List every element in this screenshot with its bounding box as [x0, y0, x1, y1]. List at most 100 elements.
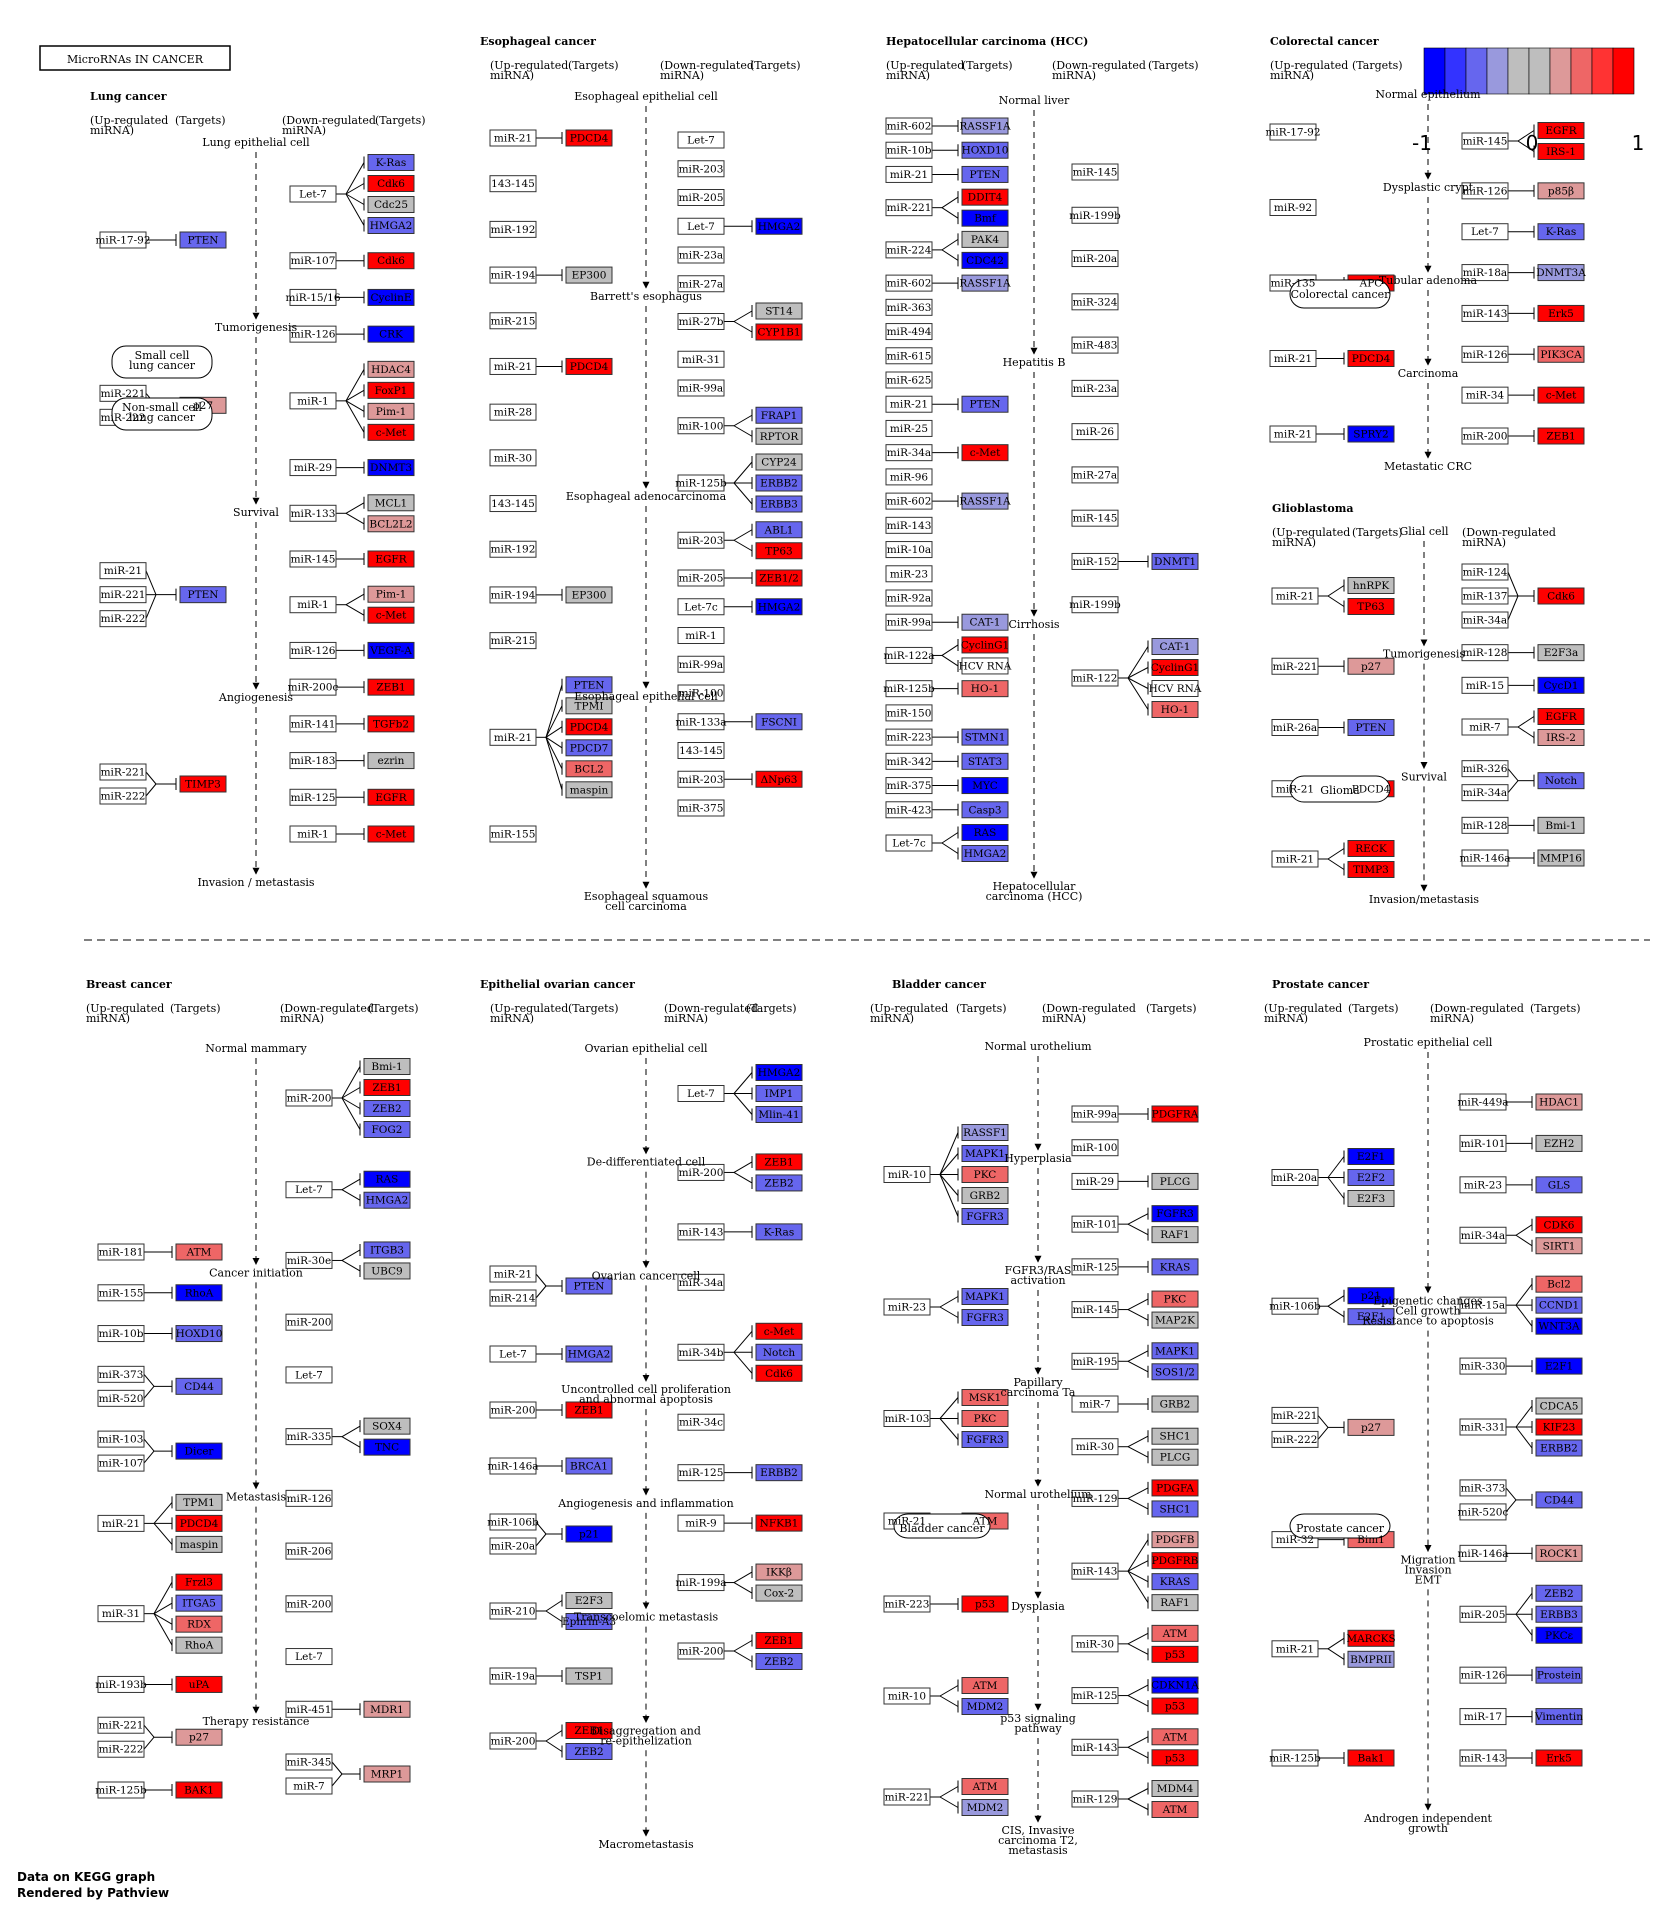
bladder-down-mir-7-0[interactable]: [1071, 1395, 1119, 1413]
crc-down-mir-0-0[interactable]: [1461, 132, 1509, 150]
prostate-down-target-9-2[interactable]: [1535, 1626, 1583, 1644]
breast-down-mir-3-0[interactable]: [285, 1313, 333, 1331]
lung-up-mir-2-2[interactable]: [99, 610, 147, 628]
breast-down-mir-6-0[interactable]: [285, 1489, 333, 1507]
prostate-up-target-4-0[interactable]: [1347, 1629, 1395, 1647]
esoph-up-mir-5-0[interactable]: [489, 357, 537, 375]
lung-down-mir-11-0[interactable]: [289, 715, 337, 733]
lung-down-target-12-0[interactable]: [367, 752, 415, 770]
ovary-down-target-8-1[interactable]: [755, 1584, 803, 1602]
prostate-down-target-4-1[interactable]: [1535, 1296, 1583, 1314]
breast-down-target-0-1[interactable]: [363, 1079, 411, 1096]
crc-down-target-0-1[interactable]: [1537, 143, 1585, 160]
hcc-up-target-5-0[interactable]: [961, 274, 1009, 292]
hcc-down-mir-0-0[interactable]: [1071, 163, 1119, 181]
glio-up-target-0-1[interactable]: [1347, 598, 1395, 615]
lung-down-mir-12-0[interactable]: [289, 752, 337, 770]
prostate-down-target-3-1[interactable]: [1535, 1237, 1583, 1255]
esoph-up-mir-1-0[interactable]: [489, 175, 537, 193]
breast-down-mir-8-0[interactable]: [285, 1595, 333, 1613]
bladder-up-mir-2-0[interactable]: [883, 1410, 931, 1427]
lung-up-target-0-0[interactable]: [179, 231, 227, 249]
breast-down-mir-7-0[interactable]: [285, 1542, 333, 1560]
esoph-down-mir-5-0[interactable]: [677, 275, 725, 293]
hcc-down-target-11-3[interactable]: [1151, 701, 1199, 718]
breast-up-target-4-0[interactable]: [175, 1442, 223, 1460]
bladder-down-target-2-0[interactable]: [1151, 1172, 1199, 1190]
bladder-up-target-2-0[interactable]: [961, 1389, 1009, 1406]
ovary-down-target-0-2[interactable]: [755, 1106, 803, 1123]
breast-down-mir-5-0[interactable]: [285, 1428, 333, 1446]
ovary-down-mir-4-0[interactable]: [677, 1343, 725, 1361]
hcc-down-target-11-2[interactable]: [1151, 680, 1199, 697]
ovary-up-target-0-0[interactable]: [565, 1277, 613, 1295]
glio-up-target-0-0[interactable]: [1347, 577, 1395, 594]
bladder-down-mir-3-0[interactable]: [1071, 1215, 1119, 1233]
breast-up-mir-5-0[interactable]: [97, 1514, 145, 1532]
prostate-down-mir-6-0[interactable]: [1459, 1418, 1507, 1436]
ovary-down-mir-1-0[interactable]: [677, 1163, 725, 1181]
prostate-down-target-4-2[interactable]: [1535, 1317, 1583, 1335]
lung-down-mir-0-0[interactable]: [289, 185, 337, 203]
breast-down-mir-2-0[interactable]: [285, 1251, 333, 1269]
crc-down-target-0-0[interactable]: [1537, 122, 1585, 139]
breast-down-target-5-0[interactable]: [363, 1417, 411, 1435]
esoph-down-mir-4-0[interactable]: [677, 246, 725, 264]
esoph-up-mir-4-0[interactable]: [489, 312, 537, 330]
prostate-down-target-3-0[interactable]: [1535, 1216, 1583, 1234]
ovary-down-target-0-0[interactable]: [755, 1064, 803, 1081]
esoph-up-target-12-0[interactable]: [565, 676, 613, 694]
hcc-up-mir-4-0[interactable]: [885, 241, 933, 259]
lung-down-target-5-0[interactable]: [367, 459, 415, 477]
glio-down-target-2-0[interactable]: [1537, 676, 1585, 694]
breast-up-mir-4-1[interactable]: [97, 1454, 145, 1472]
bladder-up-target-6-0[interactable]: [961, 1778, 1009, 1795]
breast-up-target-1-0[interactable]: [175, 1284, 223, 1302]
ovary-down-mir-3-0[interactable]: [677, 1273, 725, 1291]
crc-down-target-4-0[interactable]: [1537, 304, 1585, 322]
lung-up-mir-2-1[interactable]: [99, 586, 147, 604]
glio-down-target-1-0[interactable]: [1537, 644, 1585, 662]
esoph-down-target-10-0[interactable]: [755, 453, 803, 471]
ovary-down-target-1-0[interactable]: [755, 1153, 803, 1171]
breast-down-mir-11-0[interactable]: [285, 1753, 333, 1771]
breast-up-target-6-3[interactable]: [175, 1636, 223, 1654]
glio-up-mir-4-0[interactable]: [1271, 850, 1319, 868]
prostate-down-mir-2-0[interactable]: [1459, 1176, 1507, 1194]
crc-down-target-1-0[interactable]: [1537, 182, 1585, 200]
ovary-down-target-8-0[interactable]: [755, 1563, 803, 1581]
lung-up-target-3-0[interactable]: [179, 775, 227, 793]
esoph-up-mir-3-0[interactable]: [489, 266, 537, 284]
bladder-down-target-9-1[interactable]: [1151, 1500, 1199, 1518]
bladder-down-target-8-1[interactable]: [1151, 1448, 1199, 1466]
bladder-up-mir-6-0[interactable]: [883, 1788, 931, 1806]
hcc-up-mir-2-0[interactable]: [885, 165, 933, 183]
hcc-down-mir-2-0[interactable]: [1071, 250, 1119, 268]
hcc-up-target-14-0[interactable]: [961, 492, 1009, 510]
esoph-down-target-3-0[interactable]: [755, 217, 803, 235]
esoph-down-mir-17-0[interactable]: [677, 713, 725, 731]
esoph-up-target-5-0[interactable]: [565, 357, 613, 375]
breast-up-mir-6-0[interactable]: [97, 1605, 145, 1623]
esoph-up-mir-10-0[interactable]: [489, 586, 537, 604]
breast-up-mir-1-0[interactable]: [97, 1284, 145, 1302]
bladder-down-mir-1-0[interactable]: [1071, 1139, 1119, 1157]
hcc-down-mir-10-0[interactable]: [1071, 596, 1119, 614]
prostate-down-mir-11-0[interactable]: [1459, 1708, 1507, 1726]
hcc-up-mir-21-0[interactable]: [885, 680, 933, 698]
hcc-up-mir-17-0[interactable]: [885, 565, 933, 583]
crc-down-mir-2-0[interactable]: [1461, 223, 1509, 241]
bladder-down-mir-4-0[interactable]: [1071, 1258, 1119, 1276]
hcc-up-target-23-0[interactable]: [961, 728, 1009, 746]
bladder-down-target-11-1[interactable]: [1151, 1645, 1199, 1663]
hcc-up-target-12-0[interactable]: [961, 444, 1009, 462]
esoph-down-mir-13-0[interactable]: [677, 598, 725, 616]
esoph-down-mir-19-0[interactable]: [677, 770, 725, 788]
prostate-up-mir-2-1[interactable]: [1271, 1430, 1319, 1448]
ovary-down-target-7-0[interactable]: [755, 1514, 803, 1532]
lung-down-target-14-0[interactable]: [367, 825, 415, 843]
hcc-down-mir-5-0[interactable]: [1071, 379, 1119, 397]
glio-down-mir-1-0[interactable]: [1461, 644, 1509, 662]
ovary-down-mir-5-0[interactable]: [677, 1413, 725, 1431]
bladder-down-mir-12-0[interactable]: [1071, 1687, 1119, 1705]
